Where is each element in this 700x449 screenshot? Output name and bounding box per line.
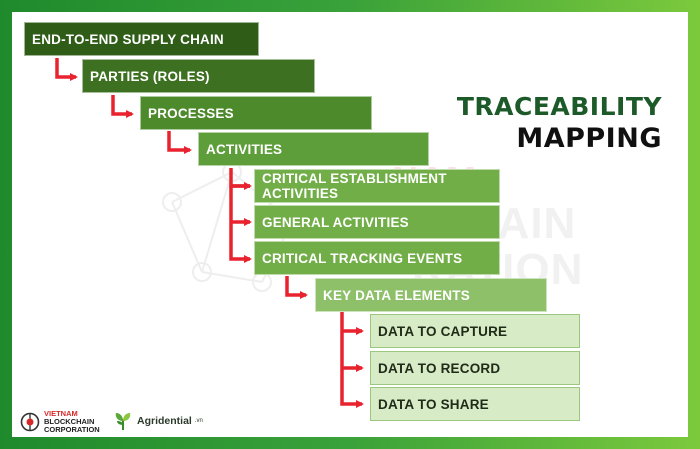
step-label: END-TO-END SUPPLY CHAIN <box>32 31 224 47</box>
step-general-activities: GENERAL ACTIVITIES <box>254 205 500 239</box>
step-parties-roles: PARTIES (ROLES) <box>82 59 315 93</box>
step-label: CRITICAL TRACKING EVENTS <box>262 250 463 266</box>
title-line-2: MAPPING <box>516 123 662 154</box>
step-label: DATA TO CAPTURE <box>378 323 508 339</box>
step-data-to-capture: DATA TO CAPTURE <box>370 314 580 348</box>
step-critical-tracking-events: CRITICAL TRACKING EVENTS <box>254 241 500 275</box>
plant-leaf-icon <box>115 413 131 430</box>
agridential-logo: Agridential.vn <box>112 410 203 432</box>
vbc-logo-line1: VIETNAM <box>44 409 78 418</box>
step-activities: ACTIVITIES <box>198 132 429 166</box>
step-label: CRITICAL ESTABLISHMENT ACTIVITIES <box>262 171 447 201</box>
step-label: GENERAL ACTIVITIES <box>262 214 409 230</box>
agridential-logo-name: Agridential <box>137 415 192 427</box>
step-end-to-end-supply-chain: END-TO-END SUPPLY CHAIN <box>24 22 259 56</box>
step-label: PROCESSES <box>148 105 234 121</box>
title-line-1: TRACEABILITY <box>456 92 662 121</box>
connector-arrows <box>55 58 364 408</box>
agridential-logo-suffix: .vn <box>194 418 203 424</box>
infographic-canvas: NAM CHAIN RATION <box>12 12 688 437</box>
vbc-logo-line3: CORPORATION <box>44 425 100 434</box>
vbc-logo-line2: BLOCKCHAIN <box>44 417 95 426</box>
step-label: PARTIES (ROLES) <box>90 68 210 84</box>
step-label: KEY DATA ELEMENTS <box>323 287 470 303</box>
vbc-logo-icon <box>20 412 40 432</box>
step-key-data-elements: KEY DATA ELEMENTS <box>315 278 547 312</box>
step-data-to-share: DATA TO SHARE <box>370 387 580 421</box>
step-label: ACTIVITIES <box>206 141 283 157</box>
step-label: DATA TO SHARE <box>378 396 489 412</box>
step-processes: PROCESSES <box>140 96 372 130</box>
step-data-to-record: DATA TO RECORD <box>370 351 580 385</box>
step-critical-establishment-activities: CRITICAL ESTABLISHMENT ACTIVITIES <box>254 169 500 203</box>
vbc-logo: VIETNAM BLOCKCHAIN CORPORATION <box>20 410 100 434</box>
step-label: DATA TO RECORD <box>378 360 501 376</box>
